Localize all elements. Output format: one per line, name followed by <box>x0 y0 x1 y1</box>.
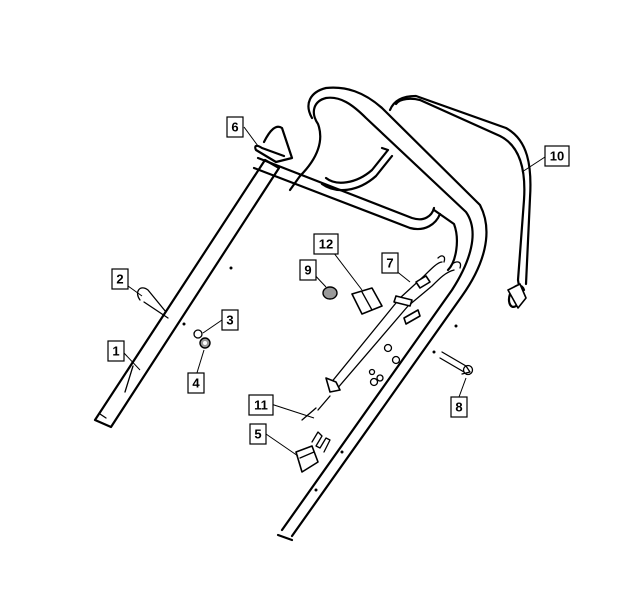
cable-clip-12 <box>351 287 383 315</box>
callout-6: 6 <box>226 116 244 138</box>
callout-11-label: 11 <box>254 398 268 413</box>
callout-12: 12 <box>313 233 339 255</box>
callout-3: 3 <box>221 309 239 331</box>
spring-11 <box>311 431 331 453</box>
lower-handle-left <box>93 158 281 429</box>
callout-5-label: 5 <box>254 427 261 442</box>
callout-5: 5 <box>249 423 267 445</box>
callout-9-label: 9 <box>304 263 311 278</box>
callout-3-label: 3 <box>226 313 233 328</box>
callout-4: 4 <box>187 372 205 394</box>
callout-8-label: 8 <box>455 400 462 415</box>
callout-9: 9 <box>299 259 317 281</box>
washer-3 <box>193 329 203 339</box>
callout-12-label: 12 <box>319 237 333 252</box>
callout-10: 10 <box>544 145 570 167</box>
callout-4-label: 4 <box>192 376 200 391</box>
callout-11: 11 <box>248 394 274 416</box>
callout-6-label: 6 <box>231 120 238 135</box>
callout-8: 8 <box>450 396 468 418</box>
callout-1: 1 <box>107 340 125 362</box>
callout-7: 7 <box>381 252 399 274</box>
handle-top-bar-6 <box>252 125 442 231</box>
clip-pin-2 <box>136 287 169 319</box>
knob-9 <box>322 286 338 300</box>
callout-1-label: 1 <box>112 344 119 359</box>
callout-10-label: 10 <box>550 149 564 164</box>
bolt-8 <box>439 351 474 376</box>
upper-handle <box>276 86 488 542</box>
callout-2: 2 <box>111 268 129 290</box>
nut-4 <box>199 337 211 349</box>
bail-bar-10 <box>388 94 532 309</box>
cable-clamp-5 <box>295 445 319 473</box>
callout-7-label: 7 <box>386 256 393 271</box>
cable-7 <box>301 255 462 421</box>
callout-2-label: 2 <box>116 272 123 287</box>
